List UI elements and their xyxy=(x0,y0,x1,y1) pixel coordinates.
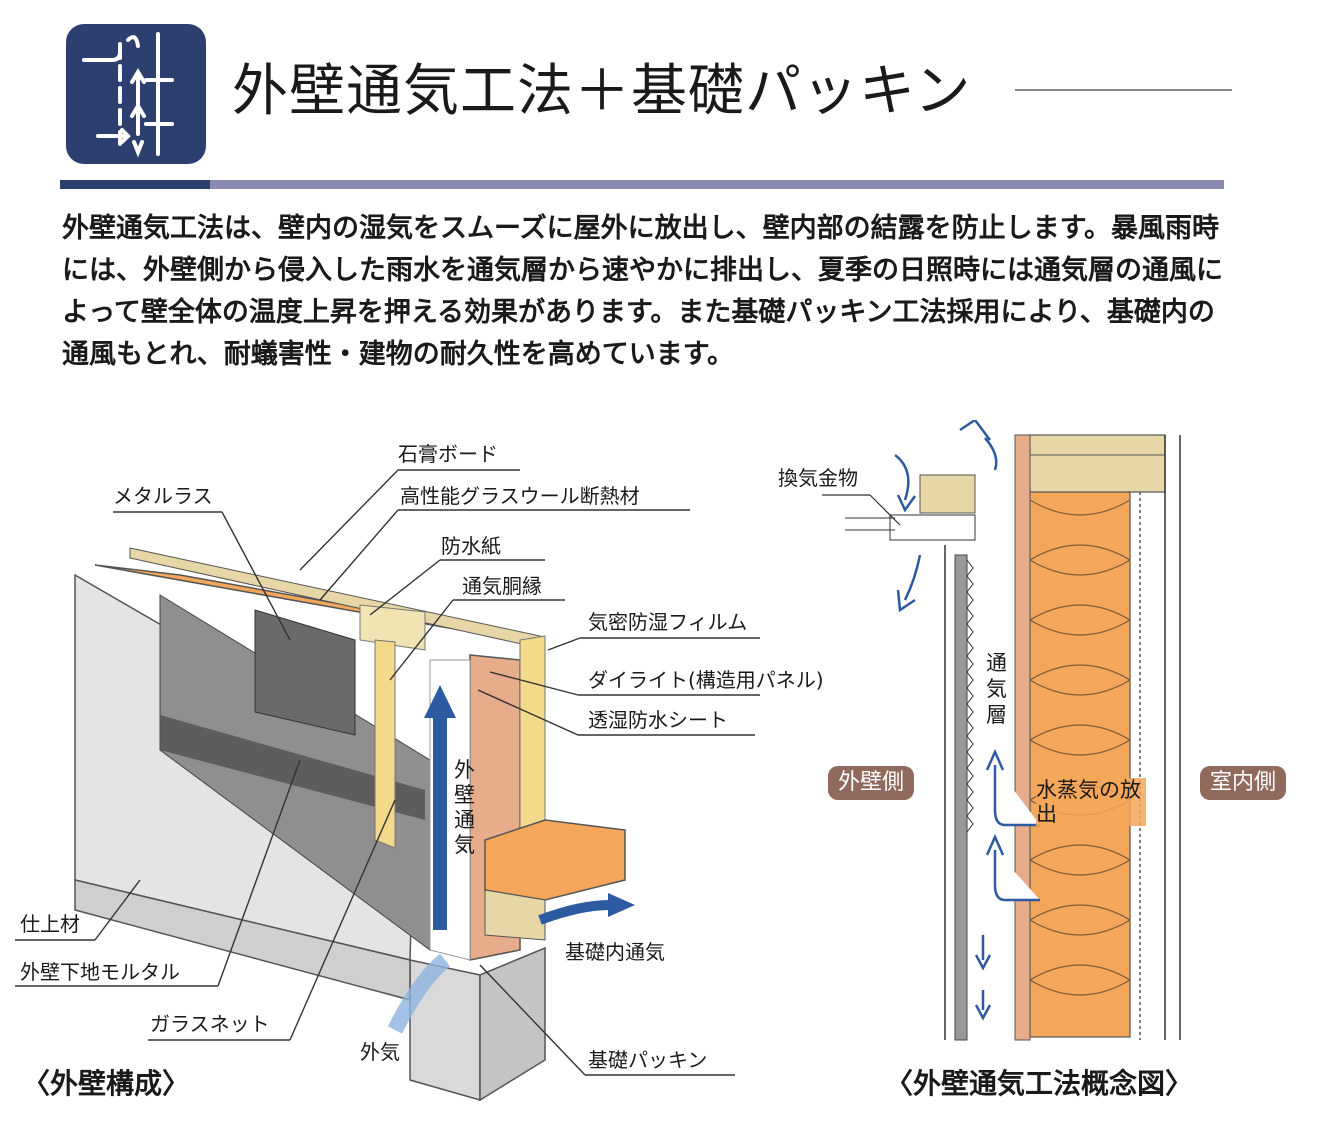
label-waterproof-paper: 防水紙 xyxy=(441,534,501,558)
header-bar-dark xyxy=(60,180,210,189)
label-air-layer: 通気層 xyxy=(986,651,1007,727)
label-mortar: 外壁下地モルタル xyxy=(20,960,180,984)
label-airtight-film: 気密防湿フィルム xyxy=(588,610,748,634)
label-furring-strip: 通気胴縁 xyxy=(462,574,542,598)
label-finish: 仕上材 xyxy=(20,912,80,936)
page-title: 外壁通気工法＋基礎パッキン xyxy=(232,59,972,124)
wall-construction-diagram xyxy=(15,469,760,1102)
header-bar-light xyxy=(210,180,1224,189)
concept-diagram xyxy=(822,420,1181,1041)
badge-exterior-side: 外壁側 xyxy=(828,766,915,800)
label-vapor-release: 水蒸気の放出 xyxy=(1036,778,1146,826)
label-insulation: 高性能グラスウール断熱材 xyxy=(400,484,640,508)
label-wall-ventilation: 外壁通気 xyxy=(454,758,475,857)
label-foundation-packing: 基礎パッキン xyxy=(588,1048,708,1072)
label-foundation-air: 基礎内通気 xyxy=(565,940,665,964)
label-vent-fitting: 換気金物 xyxy=(778,466,858,490)
label-metal-lath: メタルラス xyxy=(113,484,213,508)
description: 外壁通気工法は、壁内の湿気をスムーズに屋外に放出し、壁内部の結露を防止します。暴… xyxy=(62,213,1223,370)
label-gypsum-board: 石膏ボード xyxy=(398,442,498,466)
badge-interior-side: 室内側 xyxy=(1200,766,1287,800)
label-dylight-panel: ダイライト(構造用パネル) xyxy=(588,668,824,692)
ventilation-arrows-icon xyxy=(66,24,206,164)
title-rule xyxy=(1015,89,1232,91)
label-breathable-sheet: 透湿防水シート xyxy=(588,708,728,732)
caption-concept-diagram: 〈外壁通気工法概念図〉 xyxy=(885,1067,1194,1100)
caption-wall-composition: 〈外壁構成〉 xyxy=(22,1067,191,1100)
label-glass-net: ガラスネット xyxy=(150,1012,270,1036)
label-outside-air: 外気 xyxy=(360,1040,400,1064)
